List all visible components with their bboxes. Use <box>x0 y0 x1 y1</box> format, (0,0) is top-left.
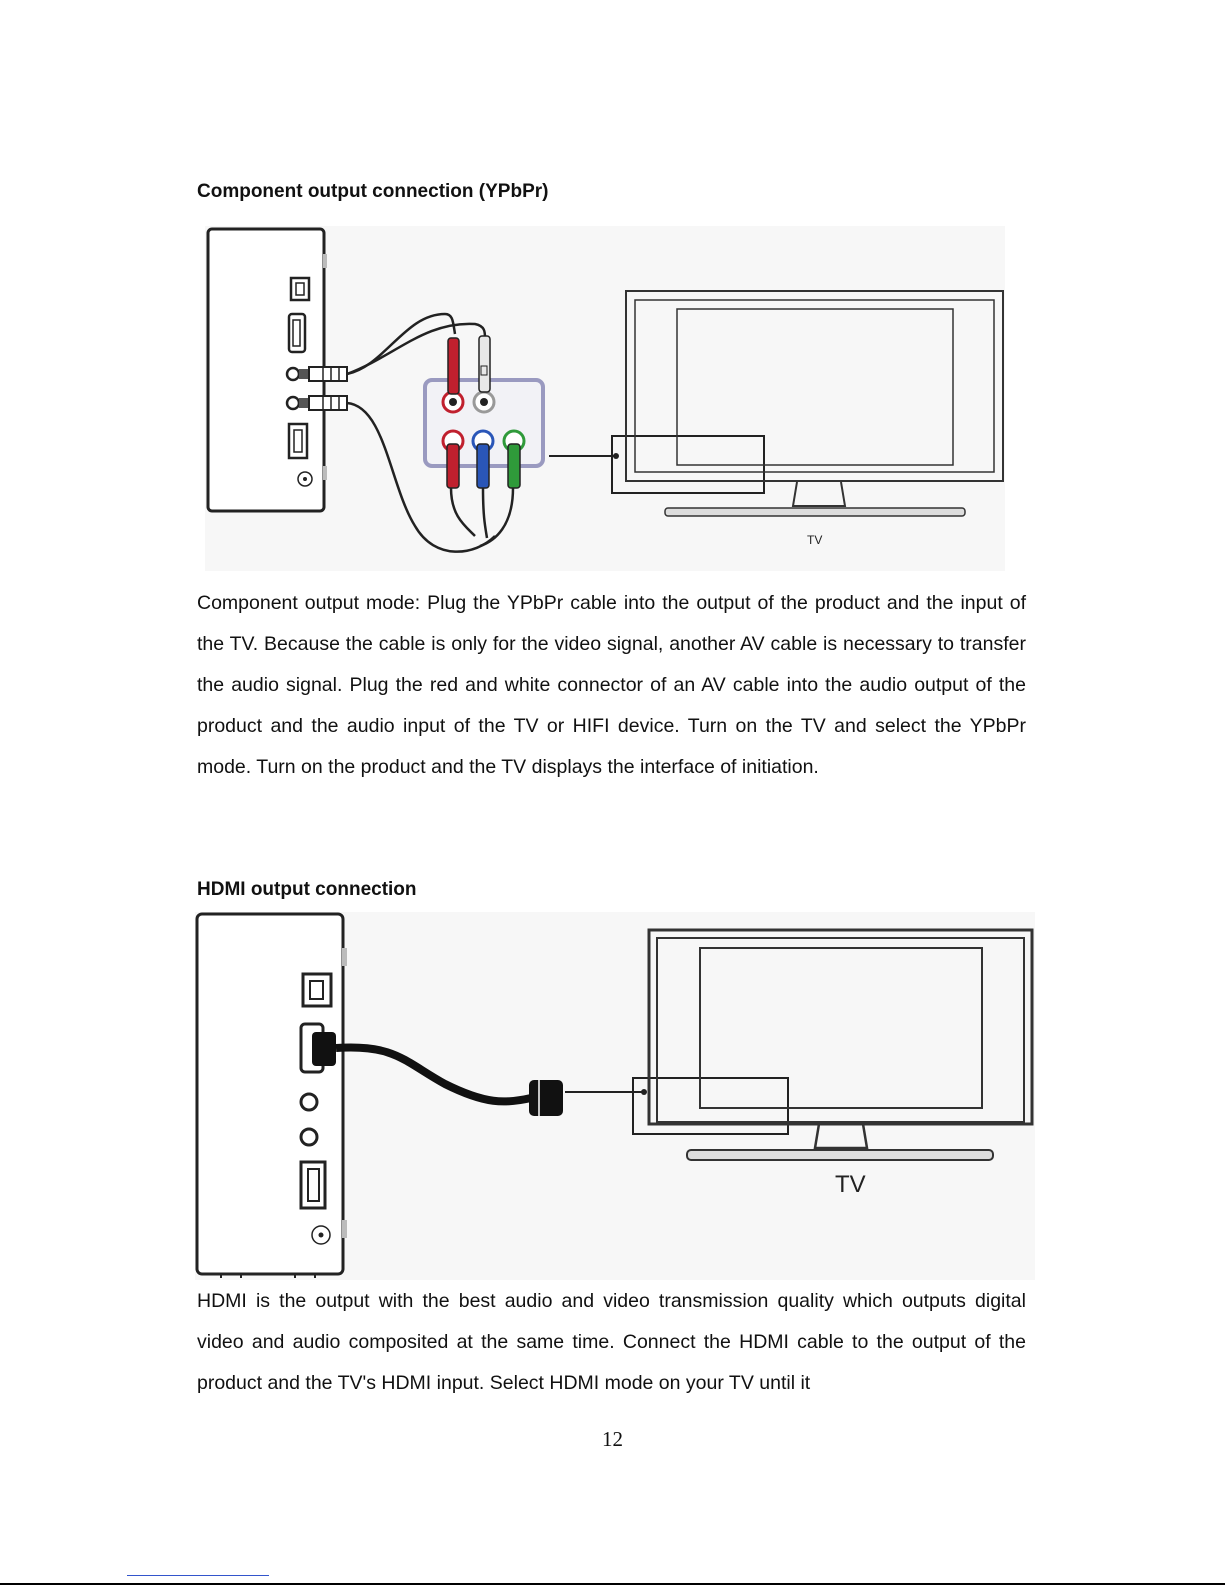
av-cables <box>346 312 515 553</box>
hdmi-diagram: TV <box>195 912 1035 1280</box>
footer-rule <box>127 1575 269 1576</box>
page-number: 12 <box>602 1427 623 1451</box>
page-bottom-border <box>0 1583 1225 1585</box>
tv-illustration <box>625 290 1004 517</box>
component-body: Component output mode: Plug the YPbPr ca… <box>197 592 1026 778</box>
tv-label: TV <box>835 1171 866 1198</box>
video-jacks <box>441 429 526 489</box>
tv-label: TV <box>807 533 822 547</box>
tv-illustration <box>647 928 1034 1161</box>
media-player-device <box>195 912 347 1278</box>
hdmi-cable <box>312 1032 563 1116</box>
audio-jacks <box>441 335 496 414</box>
component-diagram: TV <box>205 226 1005 571</box>
hdmi-heading: HDMI output connection <box>197 879 417 900</box>
hdmi-body: HDMI is the output with the best audio a… <box>197 1290 1026 1394</box>
jack-plugs <box>299 366 348 411</box>
component-heading: Component output connection (YPbPr) <box>197 181 549 202</box>
